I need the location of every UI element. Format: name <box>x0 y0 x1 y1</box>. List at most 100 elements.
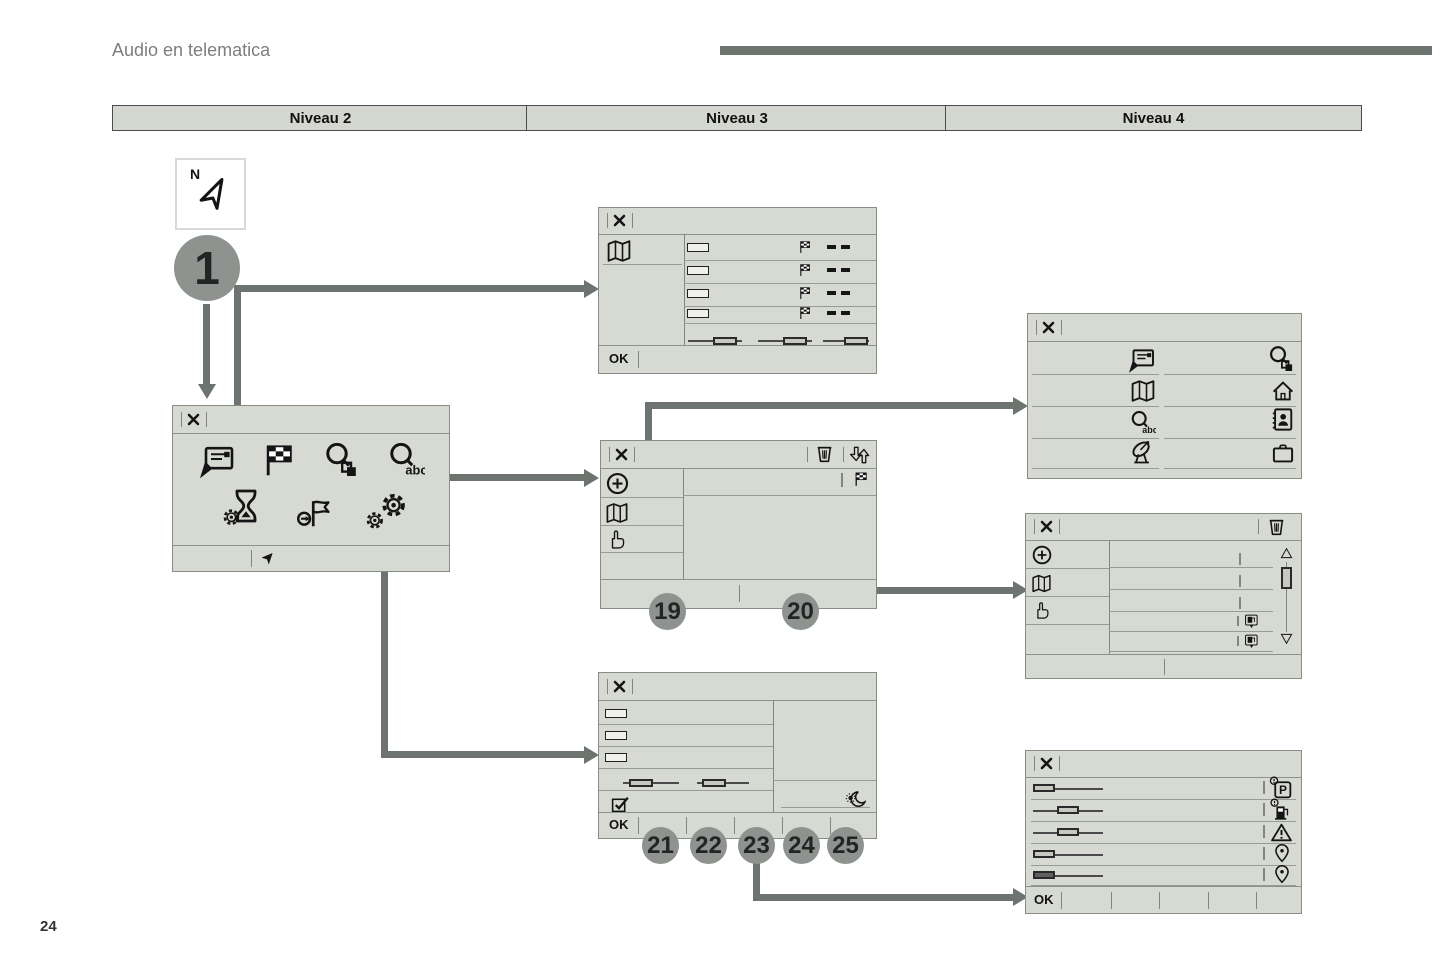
connector-to-stored-list-h <box>820 587 1013 594</box>
slider-thumb[interactable] <box>1057 828 1079 836</box>
scrollbar-thumb[interactable] <box>1281 567 1292 589</box>
hourglass-gear-icon[interactable] <box>221 488 261 528</box>
option-row-button[interactable] <box>605 709 627 718</box>
separator <box>603 264 682 265</box>
add-destination-icon[interactable] <box>1031 544 1053 566</box>
folded-map-icon[interactable] <box>605 501 629 525</box>
divider <box>1061 892 1062 909</box>
slider-thumb[interactable] <box>844 337 868 345</box>
scroll-up-icon[interactable] <box>1279 546 1294 561</box>
trash-icon[interactable] <box>814 444 835 465</box>
slider-thumb[interactable] <box>713 337 737 345</box>
enter-address-icon[interactable] <box>1126 345 1156 375</box>
close-icon[interactable] <box>612 213 627 228</box>
checkbox-checked-icon[interactable] <box>610 793 631 814</box>
footer-bar: OK <box>599 812 876 838</box>
divider <box>607 679 608 694</box>
separator <box>1164 406 1296 407</box>
list-row-button[interactable] <box>687 243 709 252</box>
back-cursor-icon[interactable] <box>259 550 276 567</box>
value-dashes <box>827 311 850 315</box>
home-icon[interactable] <box>1270 378 1296 404</box>
divider <box>1239 575 1241 587</box>
connector-to-alerts-h <box>753 894 1013 901</box>
folded-map-icon[interactable] <box>606 238 632 264</box>
divider <box>1059 519 1060 534</box>
divider <box>1164 659 1165 675</box>
slider-thumb[interactable] <box>629 779 653 787</box>
ok-button[interactable]: OK <box>1034 892 1054 907</box>
settings-gears-icon[interactable] <box>366 492 406 532</box>
separator <box>1109 651 1273 652</box>
callout-25: 25 <box>827 827 864 864</box>
satellite-dish-icon[interactable] <box>1129 439 1157 467</box>
close-icon[interactable] <box>186 412 201 427</box>
callout-21: 21 <box>642 827 679 864</box>
title-bar <box>1026 514 1301 541</box>
divider <box>638 817 639 834</box>
briefcase-icon[interactable] <box>1270 440 1296 466</box>
list-row-button[interactable] <box>687 289 709 298</box>
close-icon[interactable] <box>1039 756 1054 771</box>
sort-arrows-icon[interactable] <box>849 444 871 466</box>
separator <box>1031 843 1296 844</box>
separator <box>1032 438 1159 439</box>
close-icon[interactable] <box>1039 519 1054 534</box>
scroll-down-icon[interactable] <box>1279 631 1294 646</box>
search-by-name-icon[interactable] <box>1128 409 1156 437</box>
folded-map-icon[interactable] <box>1031 573 1052 594</box>
separator <box>1026 624 1109 625</box>
day-night-icon[interactable] <box>844 787 866 809</box>
connector-to-route-screen-h <box>234 285 584 292</box>
add-destination-icon[interactable] <box>605 471 630 496</box>
scrollbar-track[interactable] <box>1286 562 1287 632</box>
hand-pointer-icon[interactable] <box>606 529 627 550</box>
separator <box>684 323 876 324</box>
page-number: 24 <box>40 918 57 935</box>
callout-19: 19 <box>649 593 686 630</box>
value-dashes <box>827 291 850 295</box>
option-row-button[interactable] <box>605 753 627 762</box>
separator <box>599 790 773 791</box>
close-icon[interactable] <box>614 447 629 462</box>
slider-track <box>1033 875 1103 877</box>
contacts-book-icon[interactable] <box>1269 406 1296 433</box>
parking-alert-icon <box>1269 776 1293 800</box>
hand-pointer-icon[interactable] <box>1032 601 1051 620</box>
folded-map-icon[interactable] <box>1130 378 1156 404</box>
connector-to-new-destination-h <box>645 402 1013 409</box>
slider-thumb[interactable] <box>1033 784 1055 792</box>
trash-icon[interactable] <box>1266 517 1287 538</box>
list-row-button[interactable] <box>687 309 709 318</box>
slider-thumb[interactable] <box>783 337 807 345</box>
slider-thumb[interactable] <box>1057 806 1079 814</box>
footer-bar <box>1026 654 1301 678</box>
fuel-alert-icon <box>1269 798 1293 822</box>
search-by-name-icon[interactable] <box>385 440 425 480</box>
slider-thumb[interactable] <box>1033 871 1055 879</box>
value-dashes <box>827 245 850 249</box>
poi-alerts-screen: OK <box>1025 750 1302 914</box>
title-bar <box>599 673 876 701</box>
divider <box>1263 868 1265 881</box>
divider <box>686 817 687 834</box>
separator <box>599 724 773 725</box>
divider <box>1237 636 1239 646</box>
ok-button[interactable]: OK <box>609 817 629 832</box>
search-poi-icon[interactable] <box>1266 344 1296 374</box>
arrowhead-route-screen <box>584 280 599 298</box>
close-icon[interactable] <box>1041 320 1056 335</box>
close-icon[interactable] <box>612 679 627 694</box>
option-row-button[interactable] <box>605 731 627 740</box>
slider-thumb[interactable] <box>702 779 726 787</box>
connector-to-alerts-v <box>753 861 760 901</box>
ok-button[interactable]: OK <box>609 351 629 366</box>
enter-address-icon[interactable] <box>196 441 236 481</box>
slider-thumb[interactable] <box>1033 850 1055 858</box>
waypoint-flag-icon[interactable] <box>295 494 333 532</box>
list-row-button[interactable] <box>687 266 709 275</box>
checkered-flag-icon[interactable] <box>261 442 297 478</box>
callout-step-1: 1 <box>174 235 240 301</box>
search-poi-icon[interactable] <box>321 440 361 480</box>
title-bar <box>1026 751 1301 778</box>
